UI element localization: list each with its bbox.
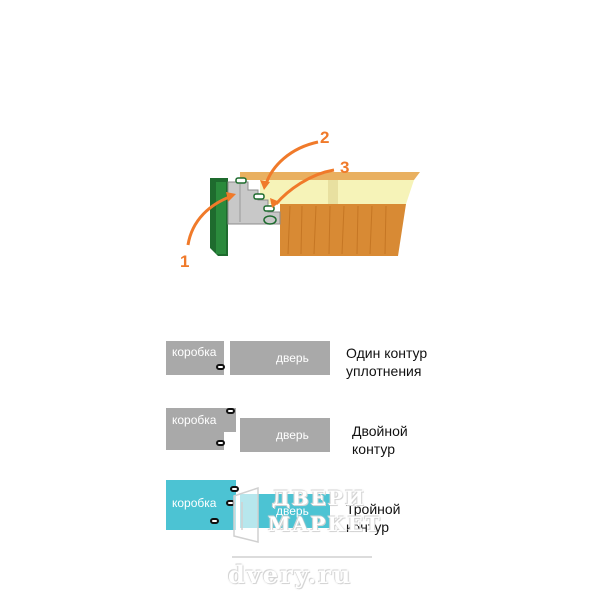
watermark-logo: ДВЕРИ МАРКЕТ [228, 480, 380, 556]
seal-gasket-outer [230, 486, 239, 492]
frame-label: коробка [172, 413, 217, 427]
seal-gasket-outer [226, 408, 235, 414]
seal-1 [235, 177, 247, 184]
caption-triple: Тройной контур [346, 501, 401, 535]
frame-profile [227, 181, 281, 225]
arrow-3 [274, 168, 335, 205]
seal-2 [253, 193, 265, 200]
door-block: дверь [230, 341, 330, 375]
door-label: дверь [276, 504, 309, 518]
wood-grain [287, 205, 387, 255]
arrow-1-head [226, 192, 236, 202]
door-label: дверь [276, 428, 309, 442]
frame-block: коробка [166, 480, 236, 530]
arrow-2 [264, 140, 319, 185]
frame-label: коробка [172, 345, 217, 359]
watermark-divider [232, 556, 372, 558]
callout-1: 1 [180, 252, 190, 271]
door-label: дверь [276, 351, 309, 365]
seal-row-single: коробка дверь [160, 338, 360, 418]
callout-2: 2 [320, 128, 330, 147]
frame-block: коробка [166, 341, 224, 363]
seal-3 [263, 205, 275, 212]
arrow-1 [186, 194, 233, 246]
frame-block-lower [166, 363, 224, 375]
arrow-3-head [270, 198, 280, 208]
door-logo-icon [233, 486, 259, 543]
seal-gasket-inner [216, 440, 225, 446]
insulation-rib [328, 180, 338, 204]
cross-section-drawing [186, 140, 420, 256]
door-frame-face [216, 182, 226, 254]
frame-label: коробка [172, 496, 217, 510]
caption-single: Один контур уплотнения [346, 345, 428, 379]
watermark-brand-line2: МАРКЕТ [268, 512, 382, 536]
caption-double: Двойной контур [352, 423, 408, 457]
seal-gasket-inner [210, 518, 219, 524]
door-top-edge [240, 172, 420, 180]
door-block: дверь [240, 418, 330, 452]
door-cross-section: 1 2 3 [170, 120, 440, 280]
callout-3: 3 [340, 158, 350, 177]
seal-gasket [216, 364, 225, 370]
seal-row-double: коробка дверь [160, 404, 360, 484]
seal-4 [263, 215, 277, 225]
seal-row-triple: коробка дверь [160, 480, 360, 560]
frame-block: коробка [166, 408, 236, 432]
frame-block-lower [166, 432, 224, 450]
arrow-2-head [260, 180, 270, 190]
watermark-site: dvery.ru [228, 560, 353, 589]
watermark-brand-line1: ДВЕРИ [272, 486, 366, 510]
